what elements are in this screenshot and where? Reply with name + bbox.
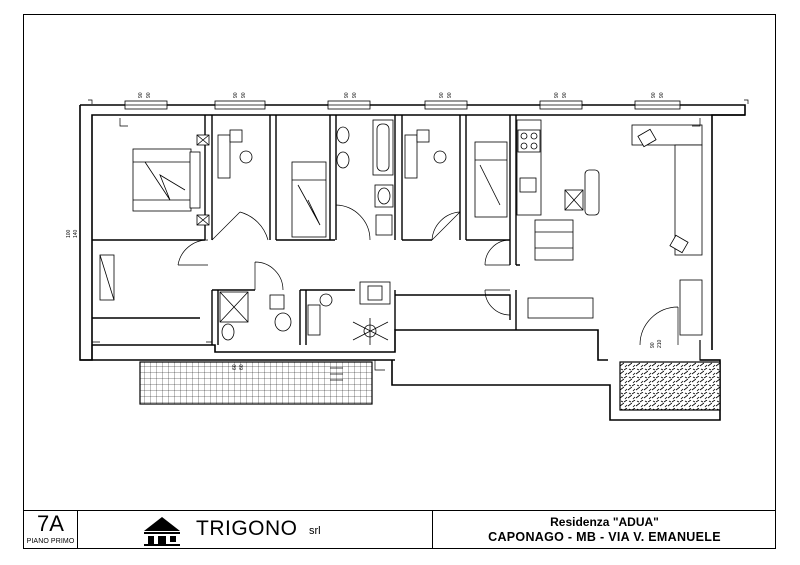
dim-top-6a: 90 [651,92,657,98]
kitchen-living-furniture [516,119,703,336]
project-address: CAPONAGO - MB - VIA V. EMANUELE [488,530,721,544]
dim-top-6b: 90 [659,92,665,98]
project-cell: Residenza "ADUA" CAPONAGO - MB - VIA V. … [433,511,776,549]
company-name: TRIGONO [196,517,298,540]
company-cell: TRIGONO srl [78,511,433,549]
bathroom-1-fixtures [336,119,394,236]
dim-left-b: 140 [73,229,79,238]
dim-top-4b: 90 [447,92,453,98]
company-suffix: srl [309,525,321,537]
apartment-id-cell: 7A PIANO PRIMO [23,511,78,549]
title-block: 7A PIANO PRIMO TRIGONO srl Residenza "AD… [23,510,776,549]
interior-walls [92,115,520,345]
dim-top-2b: 90 [241,92,247,98]
double-bed [99,134,210,301]
apartment-code: 7A [37,511,64,536]
dim-left-a: 100 [66,229,72,238]
outer-walls [79,104,746,421]
door-swings [177,204,679,346]
dim-door-b: 210 [657,339,663,348]
dim-top-1a: 90 [138,92,144,98]
dim-top-3b: 90 [352,92,358,98]
floor-label: PIANO PRIMO [26,538,75,545]
dim-top-5b: 90 [562,92,568,98]
dim-door-a: 90 [650,342,656,348]
dim-top-4a: 90 [439,92,445,98]
sheet-frame [23,14,776,549]
company-logo-icon [144,517,180,546]
dim-top-1b: 90 [146,92,152,98]
dim-top-5a: 90 [554,92,560,98]
dim-top-2a: 90 [233,92,239,98]
top-windows [124,100,681,110]
bedroom-2-furniture [217,129,327,238]
bedroom-3-furniture [404,129,508,218]
bathroom-2-fixtures [219,291,333,341]
column-markers [88,99,749,371]
dim-top-3a: 90 [344,92,350,98]
balcony [139,361,721,411]
residence-name: Residenza "ADUA" [550,515,659,529]
utility-corner [352,281,391,345]
